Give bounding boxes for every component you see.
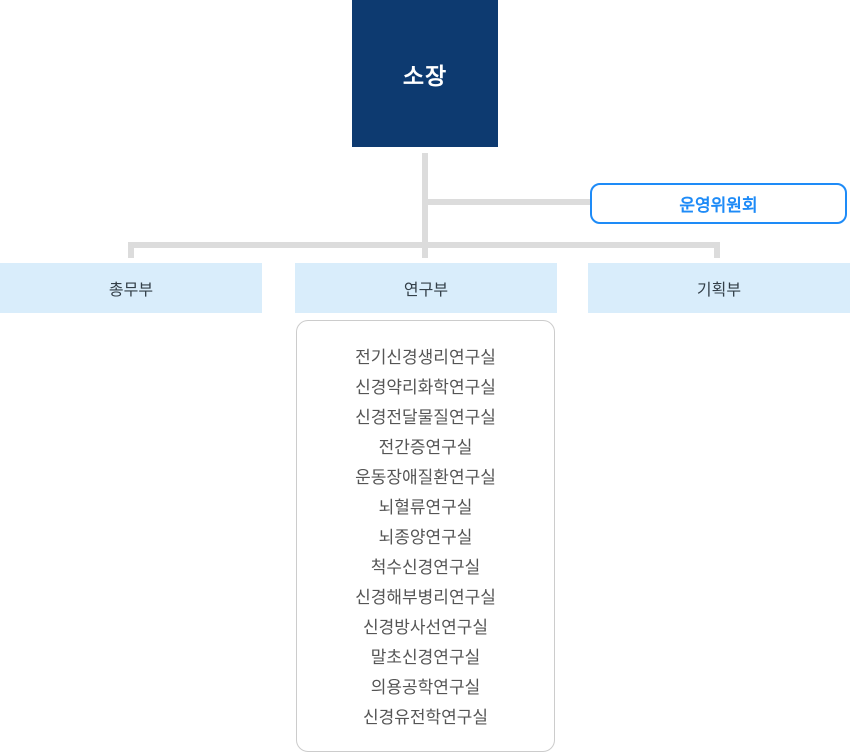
lab-item: 신경전달물질연구실 (355, 408, 496, 427)
lab-item: 말초신경연구실 (370, 648, 481, 667)
lab-item: 척수신경연구실 (370, 558, 481, 577)
connector-stub-planning (714, 248, 720, 258)
department-box-planning: 기획부 (588, 263, 850, 313)
director-label: 소장 (402, 62, 448, 89)
lab-item: 신경해부병리연구실 (355, 588, 496, 607)
connector-committee-branch-line (425, 199, 590, 205)
connector-stub-general-affairs (128, 248, 134, 258)
director-box: 소장 (352, 0, 498, 147)
lab-item: 신경방사선연구실 (362, 618, 489, 637)
lab-item: 의용공학연구실 (370, 678, 481, 697)
department-box-general-affairs: 총무부 (0, 263, 262, 313)
lab-item: 뇌혈류연구실 (378, 498, 473, 517)
lab-item: 뇌종양연구실 (378, 528, 473, 547)
lab-item: 전기신경생리연구실 (355, 348, 496, 367)
committee-label: 운영위원회 (679, 196, 758, 215)
department-label-research: 연구부 (403, 282, 449, 299)
department-box-research: 연구부 (295, 263, 557, 313)
lab-item: 신경약리화학연구실 (355, 378, 496, 397)
research-labs-panel: 전기신경생리연구실 신경약리화학연구실 신경전달물질연구실 전간증연구실 운동장… (296, 320, 555, 752)
connector-horizontal-line (128, 242, 720, 248)
research-labs-list: 전기신경생리연구실 신경약리화학연구실 신경전달물질연구실 전간증연구실 운동장… (297, 321, 554, 733)
department-label-planning: 기획부 (696, 282, 742, 299)
connector-stub-research (422, 248, 428, 258)
department-label-general-affairs: 총무부 (108, 282, 154, 299)
lab-item: 신경유전학연구실 (362, 708, 489, 727)
lab-item: 전간증연구실 (378, 438, 473, 457)
committee-box: 운영위원회 (590, 183, 847, 224)
lab-item: 운동장애질환연구실 (355, 468, 496, 487)
